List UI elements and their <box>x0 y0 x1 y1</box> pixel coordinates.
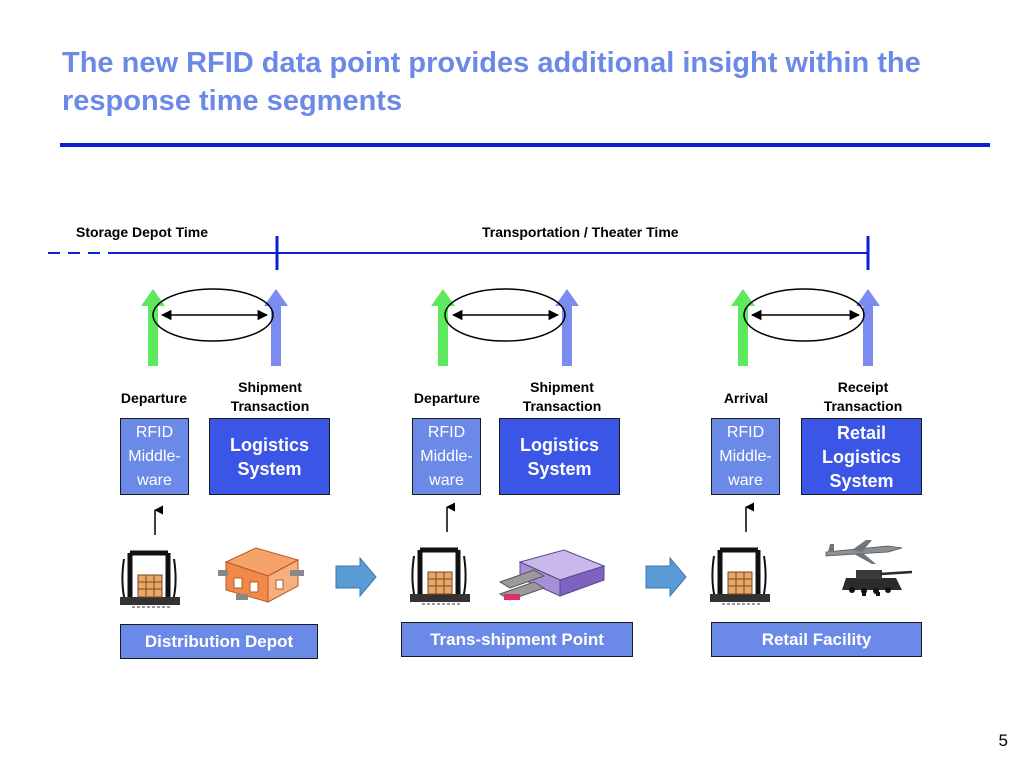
stage-2-site-label: Trans-shipment Point <box>401 622 633 657</box>
green-up-arrow <box>431 289 455 366</box>
transfer-dock-icon <box>498 549 606 601</box>
stage-1-event-label: Departure <box>120 390 188 406</box>
aircraft-icon <box>825 540 903 564</box>
green-up-arrow <box>141 289 165 366</box>
rfid-portal-icon <box>410 547 470 605</box>
interval-ellipse <box>743 288 865 342</box>
warehouse-icon <box>218 547 304 603</box>
slide-title: The new RFID data point provides additio… <box>62 47 921 117</box>
stage-3-arrows <box>731 288 880 366</box>
page-number: 5 <box>998 731 1008 750</box>
stage-1-transaction-label: Shipment Transaction <box>230 379 310 414</box>
interval-ellipse <box>152 288 274 342</box>
rfid-portal-icon <box>120 550 180 608</box>
stage-2-arrows <box>431 288 579 366</box>
stage-3-site-label: Retail Facility <box>711 622 922 657</box>
stage-2-event-label: Departure <box>413 390 481 406</box>
blue-up-arrow <box>856 289 880 366</box>
stage-3-rfid-middleware-box: RFID Middle- ware <box>711 418 780 495</box>
block-arrow-right-icon <box>645 556 687 598</box>
stage-1-arrows <box>141 288 288 366</box>
stage-1-rfid-middleware-box: RFID Middle- ware <box>120 418 189 495</box>
stage-1-site-label: Distribution Depot <box>120 624 318 659</box>
storage-segment-label: Storage Depot Time <box>76 224 208 240</box>
stage-3-transaction-label: Receipt Transaction <box>823 379 903 414</box>
interval-ellipse <box>444 288 566 342</box>
title-rule <box>60 143 990 147</box>
stage-3-retail-logistics-system-box: Retail Logistics System <box>801 418 922 495</box>
transport-segment-label: Transportation / Theater Time <box>482 224 679 240</box>
stage-1-logistics-system-box: Logistics System <box>209 418 330 495</box>
blue-up-arrow <box>555 289 579 366</box>
block-arrow-right-icon <box>335 556 377 598</box>
blue-up-arrow <box>264 289 288 366</box>
stage-3-event-label: Arrival <box>723 390 769 406</box>
stage-2-logistics-system-box: Logistics System <box>499 418 620 495</box>
green-up-arrow <box>731 289 755 366</box>
tank-icon <box>842 570 913 596</box>
rfid-portal-icon <box>710 547 770 605</box>
stage-2-transaction-label: Shipment Transaction <box>522 379 602 414</box>
stage-2-rfid-middleware-box: RFID Middle- ware <box>412 418 481 495</box>
